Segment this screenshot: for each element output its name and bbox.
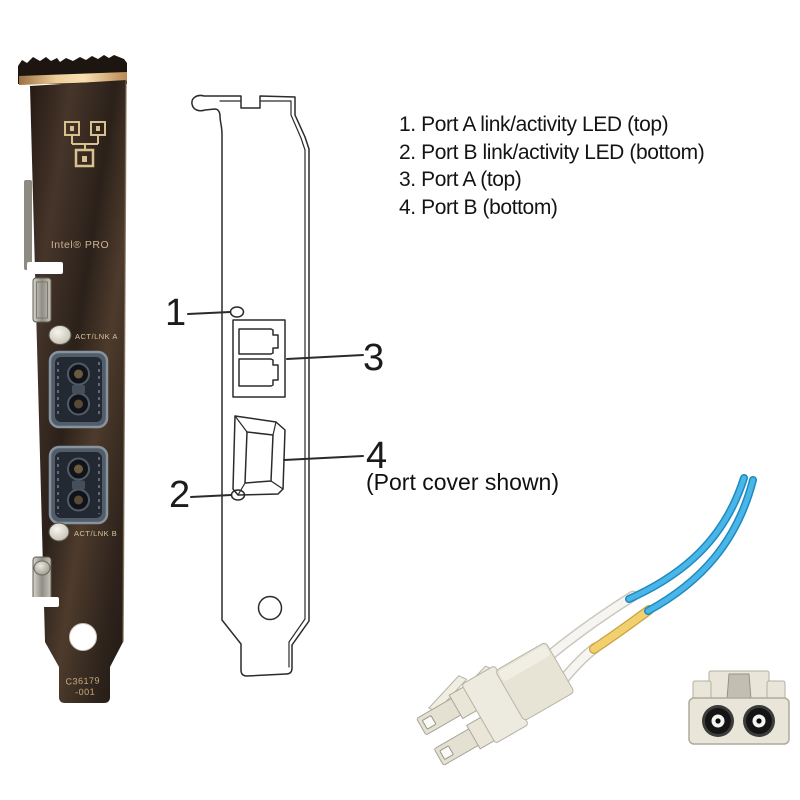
- callout-leader-2: [190, 494, 232, 498]
- callout-leader-4: [283, 455, 364, 461]
- emi-strip: [24, 180, 32, 270]
- led-a-label: ACT/LNK A: [75, 332, 118, 341]
- face-edge-highlight: [122, 79, 127, 643]
- lc-adapter-icon: [688, 670, 790, 745]
- edge-notch: [27, 262, 63, 274]
- legend-item-2: 2. Port B link/activity LED (bottom): [399, 140, 705, 164]
- part-number-line1: C36179: [65, 675, 100, 686]
- network-topology-icon: [64, 121, 106, 168]
- led-b: [48, 522, 70, 542]
- brand-label: Intel® PRO: [51, 239, 109, 251]
- edge-notch: [27, 597, 59, 607]
- port-b-photo: [48, 445, 109, 525]
- connector-body-highlight: [499, 645, 550, 681]
- ferrule-opening: [439, 745, 454, 760]
- fiber-blue-strands: [625, 474, 757, 615]
- callout-number-1: 1: [165, 292, 187, 334]
- callout-number-4: 4: [366, 435, 388, 477]
- adapter-ferrule-right: [743, 705, 775, 737]
- diagram-port-a: [232, 319, 286, 398]
- fiber-cable-illustration: [416, 474, 757, 766]
- diagram-port-b-cover: [232, 415, 286, 496]
- retention-clip-bottom: [32, 556, 52, 601]
- part-number-line2: -001: [75, 687, 95, 698]
- legend-item-4: 4. Port B (bottom): [399, 195, 558, 219]
- adapter-ferrule-left: [702, 705, 734, 737]
- callout-number-2: 2: [169, 474, 191, 516]
- port-a-photo: [48, 350, 109, 429]
- ferrule-opening: [422, 715, 437, 730]
- callout-leader-3: [286, 354, 364, 360]
- part-number: C36179 -001: [65, 675, 100, 697]
- mounting-hole-photo: [69, 623, 97, 651]
- bracket-line-diagram: [187, 94, 364, 677]
- legend-item-3: 3. Port A (top): [399, 168, 522, 191]
- adapter-latch-slot: [726, 673, 752, 700]
- lc-duplex-connector: [416, 642, 574, 766]
- port-cover-note: (Port cover shown): [366, 469, 560, 495]
- retention-clip-top: [32, 277, 52, 323]
- cable-yellow-band: [589, 605, 654, 654]
- intel-pro-bracket-photo: Intel® PRO ACT/LNK A: [18, 55, 127, 703]
- led-b-label: ACT/LNK B: [74, 529, 117, 538]
- cable-white-jacket: [543, 590, 639, 686]
- callout-leader-1: [187, 311, 231, 315]
- callout-number-3: 3: [363, 337, 385, 379]
- led-a: [48, 325, 72, 345]
- diagram-fold-lines: [219, 100, 306, 668]
- legend-item-1: 1. Port A link/activity LED (top): [399, 113, 669, 136]
- legend: 1. Port A link/activity LED (top) 2. Por…: [399, 111, 705, 221]
- diagram-mounting-hole: [257, 595, 283, 621]
